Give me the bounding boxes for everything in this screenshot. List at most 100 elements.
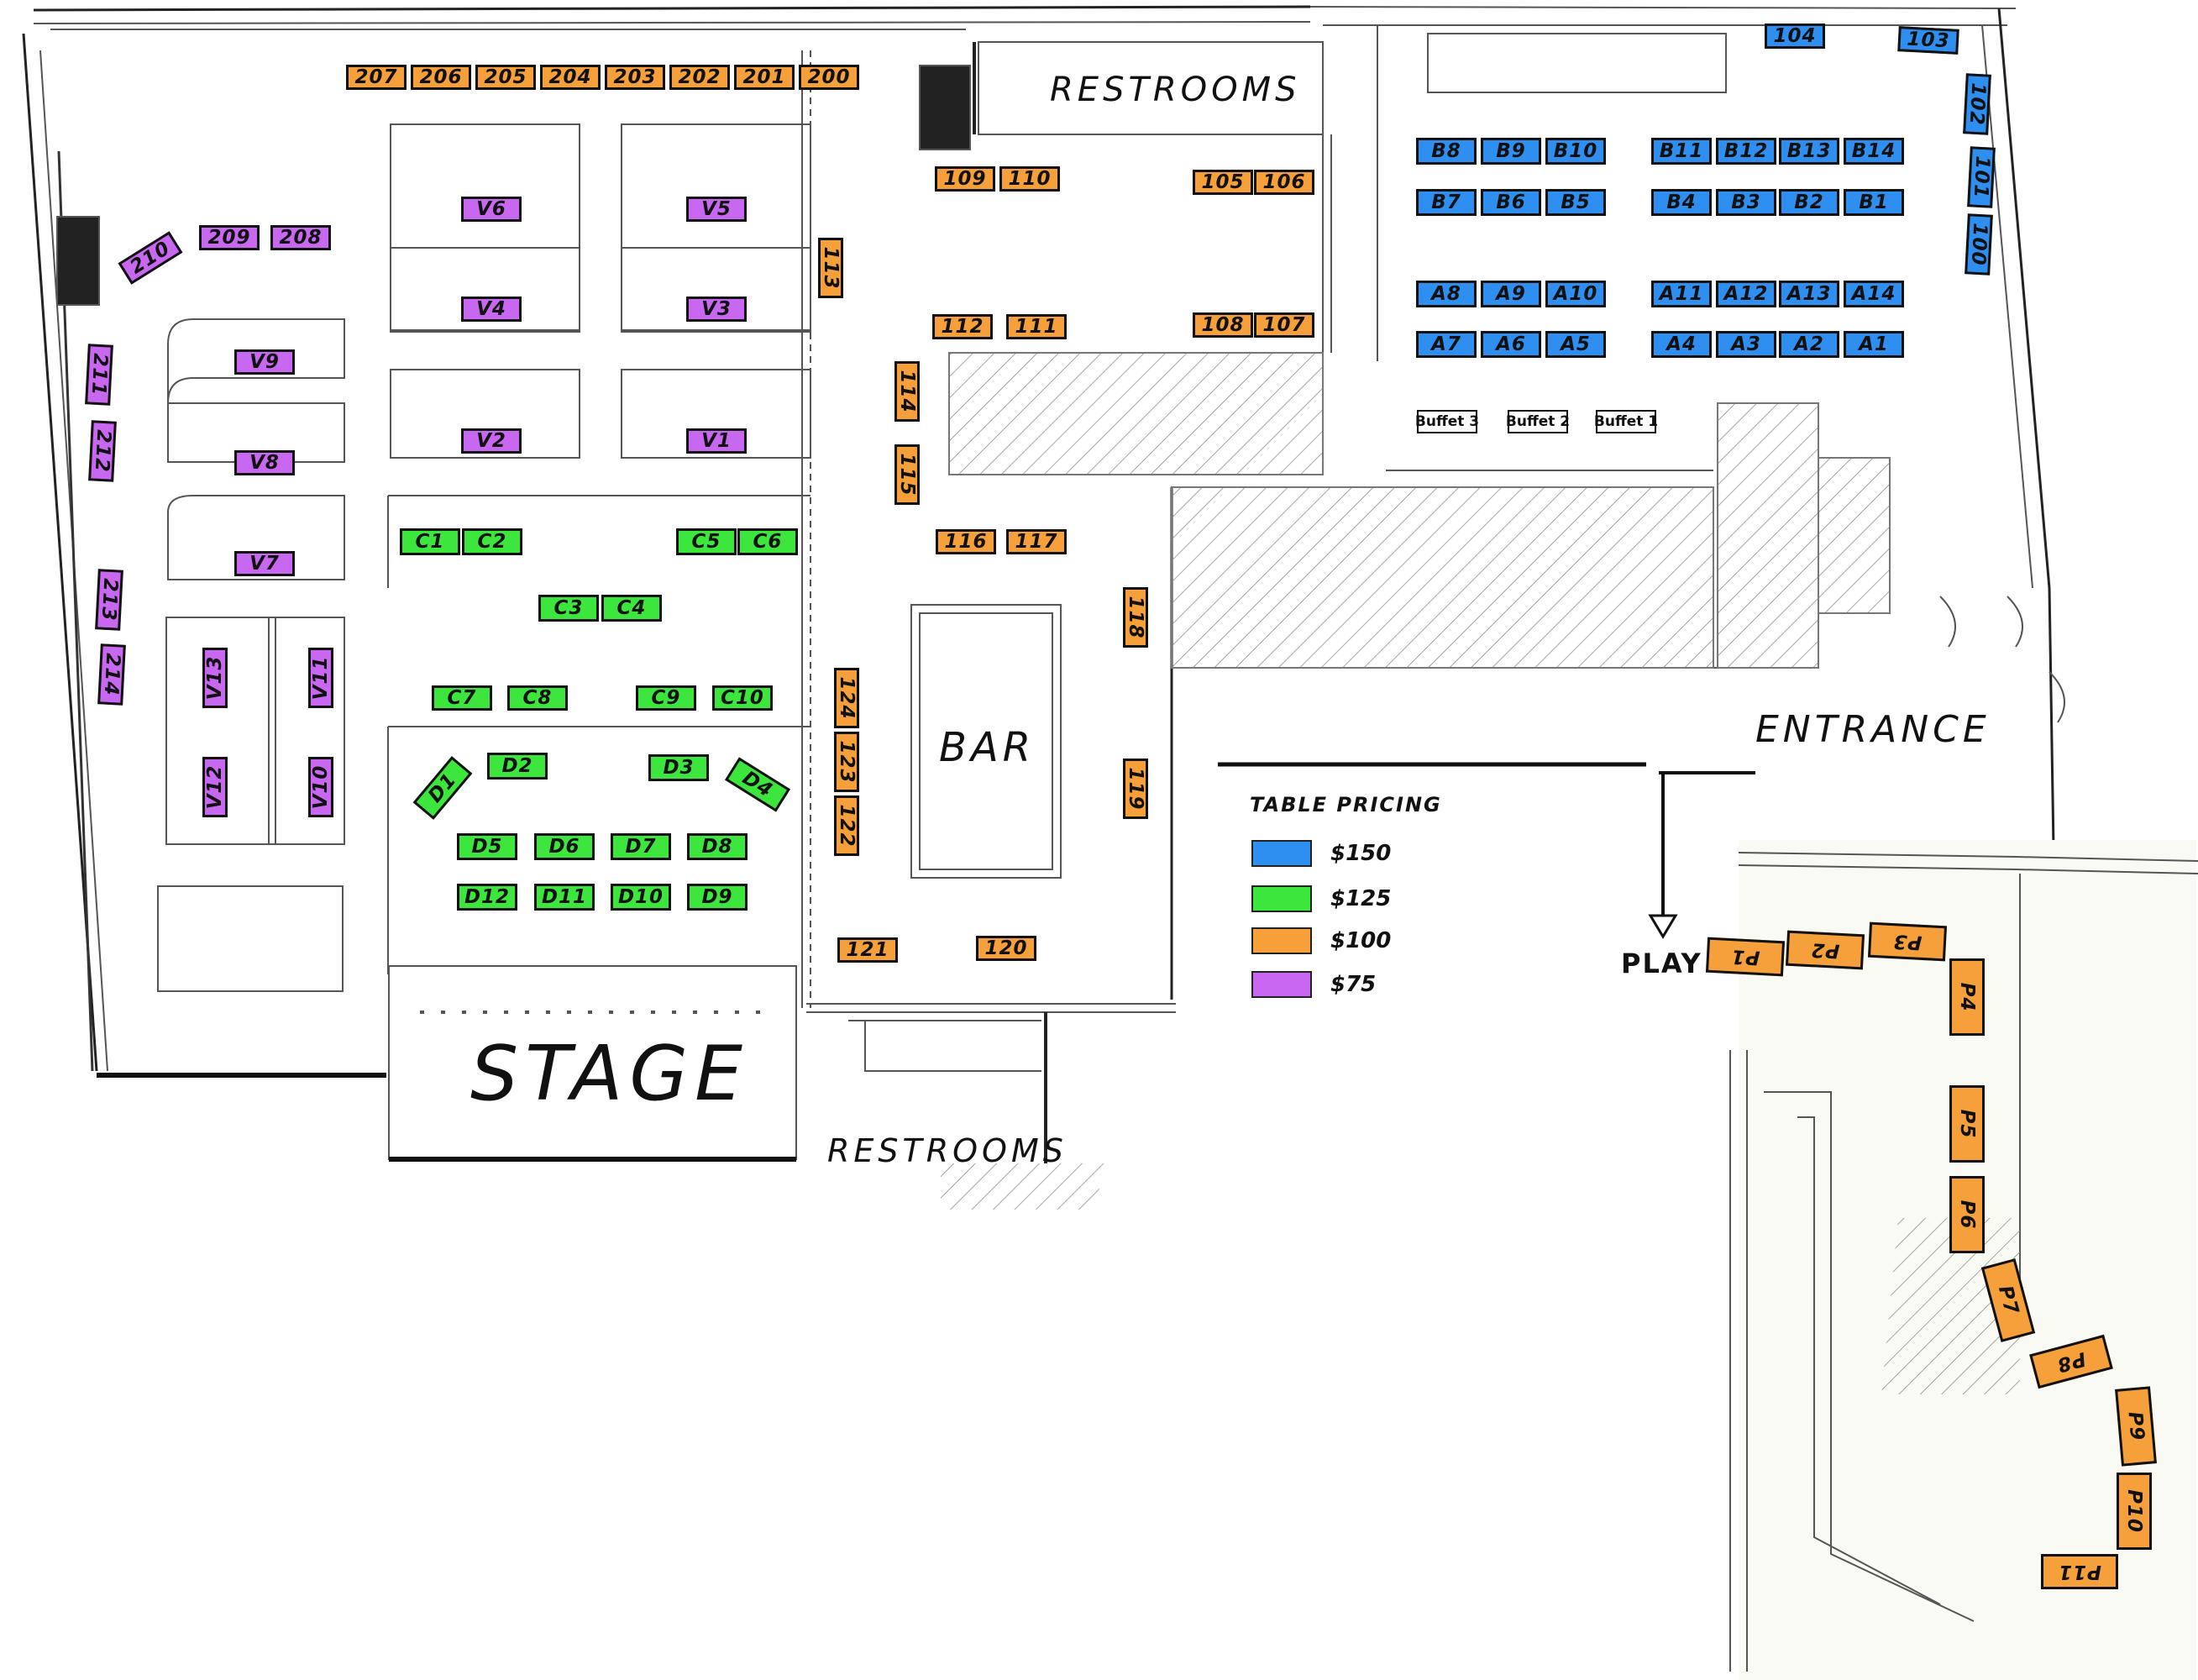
table-A13[interactable]: A13 [1779, 281, 1839, 307]
table-C6[interactable]: C6 [737, 528, 798, 555]
table-206[interactable]: 206 [411, 65, 471, 90]
table-101[interactable]: 101 [1967, 146, 1996, 208]
table-D10[interactable]: D10 [611, 884, 671, 911]
table-V10[interactable]: V10 [308, 757, 333, 817]
table-B2[interactable]: B2 [1779, 189, 1839, 216]
table-A9[interactable]: A9 [1481, 281, 1541, 307]
table-A7[interactable]: A7 [1416, 331, 1477, 358]
table-D5[interactable]: D5 [457, 833, 517, 860]
table-102[interactable]: 102 [1963, 73, 1991, 135]
table-A2[interactable]: A2 [1779, 331, 1839, 358]
table-207[interactable]: 207 [346, 65, 407, 90]
table-122[interactable]: 122 [834, 795, 859, 856]
table-B3[interactable]: B3 [1716, 189, 1776, 216]
table-113[interactable]: 113 [818, 238, 843, 298]
table-A10[interactable]: A10 [1545, 281, 1606, 307]
table-D7[interactable]: D7 [611, 833, 671, 860]
table-V12[interactable]: V12 [202, 757, 228, 817]
table-120[interactable]: 120 [976, 936, 1036, 961]
table-119[interactable]: 119 [1123, 759, 1148, 819]
table-P3[interactable]: P3 [1867, 921, 1948, 962]
table-B8[interactable]: B8 [1416, 138, 1477, 165]
table-A5[interactable]: A5 [1545, 331, 1606, 358]
table-B10[interactable]: B10 [1545, 138, 1606, 165]
table-112[interactable]: 112 [932, 314, 993, 339]
table-213[interactable]: 213 [95, 569, 123, 631]
table-C7[interactable]: C7 [432, 685, 492, 711]
table-106[interactable]: 106 [1254, 170, 1314, 195]
table-103[interactable]: 103 [1897, 26, 1959, 55]
table-A3[interactable]: A3 [1716, 331, 1776, 358]
table-212[interactable]: 212 [88, 420, 117, 482]
table-108[interactable]: 108 [1193, 312, 1253, 338]
table-P6[interactable]: P6 [1949, 1176, 1985, 1253]
table-117[interactable]: 117 [1006, 529, 1067, 554]
table-V11[interactable]: V11 [308, 648, 333, 708]
table-121[interactable]: 121 [837, 937, 898, 963]
table-A4[interactable]: A4 [1651, 331, 1712, 358]
table-V13[interactable]: V13 [202, 648, 228, 708]
table-111[interactable]: 111 [1006, 314, 1067, 339]
table-203[interactable]: 203 [605, 65, 665, 90]
table-116[interactable]: 116 [936, 529, 996, 554]
table-A8[interactable]: A8 [1416, 281, 1477, 307]
table-211[interactable]: 211 [85, 344, 113, 406]
table-V9[interactable]: V9 [234, 349, 295, 375]
table-B14[interactable]: B14 [1844, 138, 1904, 165]
table-D12[interactable]: D12 [457, 884, 517, 911]
table-C5[interactable]: C5 [676, 528, 737, 555]
table-V2[interactable]: V2 [461, 428, 522, 454]
table-201[interactable]: 201 [734, 65, 795, 90]
table-A6[interactable]: A6 [1481, 331, 1541, 358]
table-123[interactable]: 123 [834, 732, 859, 792]
table-P10[interactable]: P10 [2117, 1473, 2152, 1550]
table-C10[interactable]: C10 [712, 685, 773, 711]
table-A1[interactable]: A1 [1844, 331, 1904, 358]
table-P9[interactable]: P9 [2115, 1386, 2157, 1467]
table-C4[interactable]: C4 [601, 595, 662, 622]
buffet-station[interactable]: Buffet 1 [1594, 410, 1658, 433]
table-209[interactable]: 209 [199, 225, 260, 250]
table-V1[interactable]: V1 [686, 428, 747, 454]
table-C8[interactable]: C8 [507, 685, 568, 711]
table-C9[interactable]: C9 [636, 685, 696, 711]
table-A12[interactable]: A12 [1716, 281, 1776, 307]
table-D6[interactable]: D6 [534, 833, 595, 860]
table-A14[interactable]: A14 [1844, 281, 1904, 307]
table-114[interactable]: 114 [894, 361, 920, 422]
table-205[interactable]: 205 [475, 65, 536, 90]
table-B5[interactable]: B5 [1545, 189, 1606, 216]
table-107[interactable]: 107 [1254, 312, 1314, 338]
table-B13[interactable]: B13 [1779, 138, 1839, 165]
table-115[interactable]: 115 [894, 444, 920, 505]
table-D11[interactable]: D11 [534, 884, 595, 911]
table-P2[interactable]: P2 [1785, 930, 1865, 970]
table-B12[interactable]: B12 [1716, 138, 1776, 165]
table-204[interactable]: 204 [540, 65, 601, 90]
buffet-station[interactable]: Buffet 3 [1415, 410, 1479, 433]
table-109[interactable]: 109 [935, 166, 995, 192]
table-D3[interactable]: D3 [648, 754, 709, 781]
table-D9[interactable]: D9 [687, 884, 748, 911]
table-V5[interactable]: V5 [686, 197, 747, 222]
table-B6[interactable]: B6 [1481, 189, 1541, 216]
table-B4[interactable]: B4 [1651, 189, 1712, 216]
table-104[interactable]: 104 [1765, 24, 1825, 49]
table-200[interactable]: 200 [799, 65, 859, 90]
table-C1[interactable]: C1 [400, 528, 460, 555]
table-B11[interactable]: B11 [1651, 138, 1712, 165]
table-V8[interactable]: V8 [234, 450, 295, 475]
table-105[interactable]: 105 [1193, 170, 1253, 195]
table-C2[interactable]: C2 [462, 528, 522, 555]
table-118[interactable]: 118 [1123, 587, 1148, 648]
buffet-station[interactable]: Buffet 2 [1506, 410, 1570, 433]
table-B9[interactable]: B9 [1481, 138, 1541, 165]
table-124[interactable]: 124 [834, 668, 859, 728]
table-P5[interactable]: P5 [1949, 1085, 1985, 1163]
table-A11[interactable]: A11 [1651, 281, 1712, 307]
table-202[interactable]: 202 [669, 65, 730, 90]
table-P1[interactable]: P1 [1705, 937, 1786, 977]
table-V4[interactable]: V4 [461, 297, 522, 322]
table-110[interactable]: 110 [999, 166, 1060, 192]
table-P4[interactable]: P4 [1949, 958, 1985, 1036]
